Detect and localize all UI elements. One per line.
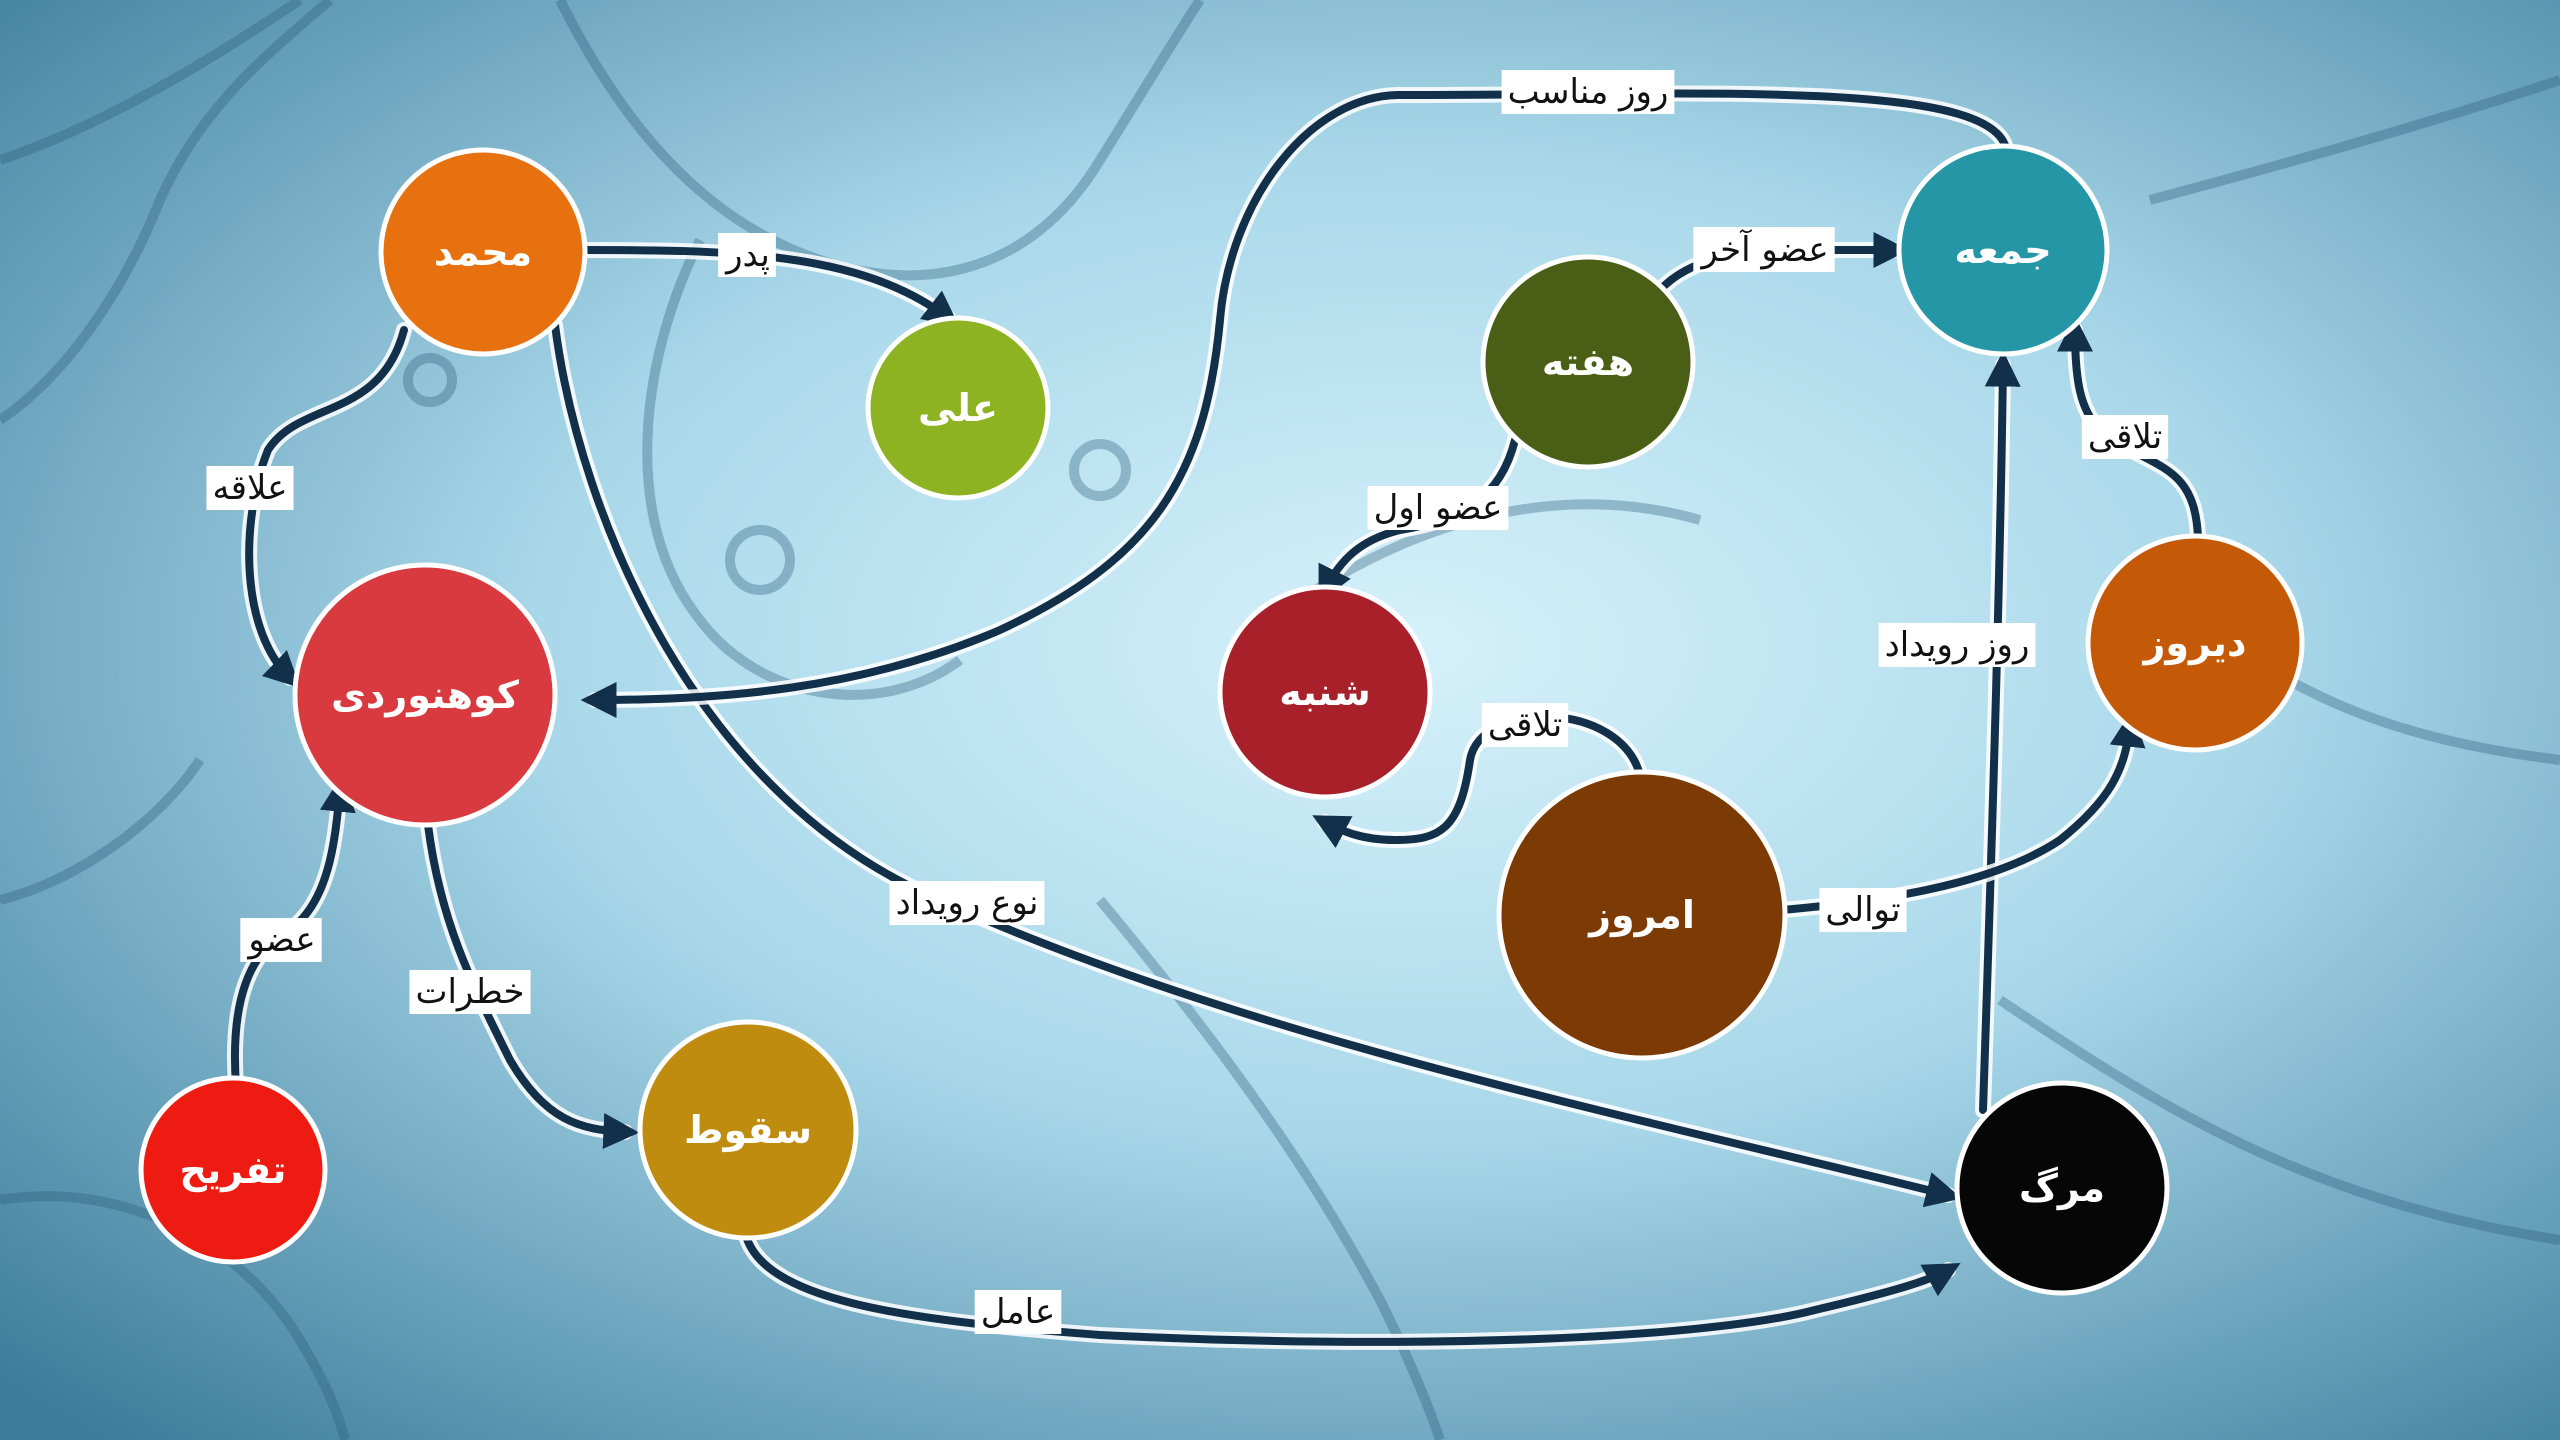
edge-alaghe [241,322,412,688]
svg-text:جمعه: جمعه [1954,228,2051,272]
svg-text:روز رویداد: روز رویداد [1885,625,2030,665]
nodes: محمد علی کوهنوردی تفریح سقوط مرگ هفته ج [138,143,2305,1296]
svg-text:علی: علی [918,386,998,430]
edge-talaghi-1 [1312,708,1648,849]
svg-text:امروز: امروز [1587,893,1695,938]
edge-ruz-monaseb [580,85,2013,718]
node-ali[interactable]: علی [865,315,1051,501]
svg-text:هفته: هفته [1542,340,1634,384]
node-emruz[interactable]: امروز [1496,769,1788,1061]
svg-text:پدر: پدر [724,235,770,275]
svg-text:توالی: توالی [1825,890,1900,930]
edge-label-ozv-akhar: عضو آخر [1693,227,1835,272]
svg-text:شنبه: شنبه [1279,670,1370,714]
edge-label-talaghi-1: تلاقی [1481,703,1569,747]
svg-text:علاقه: علاقه [212,468,287,508]
edge-label-talaghi-2: تلاقی [2081,415,2169,459]
edge-label-ozv: عضو [240,918,322,962]
edge-label-tavali: توالی [1819,888,1907,932]
svg-text:دیروز: دیروز [2142,621,2247,666]
node-soghut[interactable]: سقوط [637,1019,859,1241]
edge-label-amel: عامل [974,1290,1062,1334]
edge-label-pedar: پدر [718,233,776,277]
svg-text:مرگ: مرگ [2019,1166,2105,1210]
node-mohammad[interactable]: محمد [378,147,588,357]
edge-pedar [574,242,960,327]
edge-amel [737,1224,1961,1350]
svg-text:تفریح: تفریح [180,1148,287,1192]
node-jome[interactable]: جمعه [1896,143,2110,357]
edge-label-ozv-aval: عضو اول [1367,486,1509,530]
svg-text:عامل: عامل [981,1292,1056,1332]
edge-label-ruz-monaseb: روز مناسب [1501,70,1675,114]
edge-label-alaghe: علاقه [206,466,294,510]
svg-text:سقوط: سقوط [684,1108,812,1152]
svg-text:تلاقی: تلاقی [1488,705,1562,745]
svg-text:کوهنوردی: کوهنوردی [331,673,520,717]
node-hafte[interactable]: هفته [1480,254,1696,470]
svg-text:نوع رویداد: نوع رویداد [896,883,1039,923]
node-kuhnavardi[interactable]: کوهنوردی [292,562,558,828]
svg-text:تلاقی: تلاقی [2088,417,2162,457]
svg-text:روز مناسب: روز مناسب [1508,72,1669,112]
node-shanbe[interactable]: شنبه [1217,584,1433,800]
node-diruz[interactable]: دیروز [2085,533,2305,753]
svg-text:خطرات: خطرات [415,972,524,1012]
svg-text:عضو اول: عضو اول [1374,488,1503,528]
svg-text:محمد: محمد [434,230,532,274]
edges [227,85,2206,1350]
edge-khatarat [420,817,640,1150]
edge-label-khatarat: خطرات [409,970,531,1014]
edge-ruz-rooydad [1975,350,2021,1118]
svg-text:عضو: عضو [246,920,315,960]
node-tafrih[interactable]: تفریح [138,1075,328,1265]
node-marg[interactable]: مرگ [1954,1080,2170,1296]
edge-label-ruz-rooydad: روز رویداد [1878,623,2036,667]
svg-text:عضو آخر: عضو آخر [1699,229,1828,270]
edge-label-noe-rooydad: نوع رویداد [889,881,1045,925]
edge-labels: پدر علاقه نوع رویداد روز مناسب عضو خطرات… [206,70,2169,1334]
